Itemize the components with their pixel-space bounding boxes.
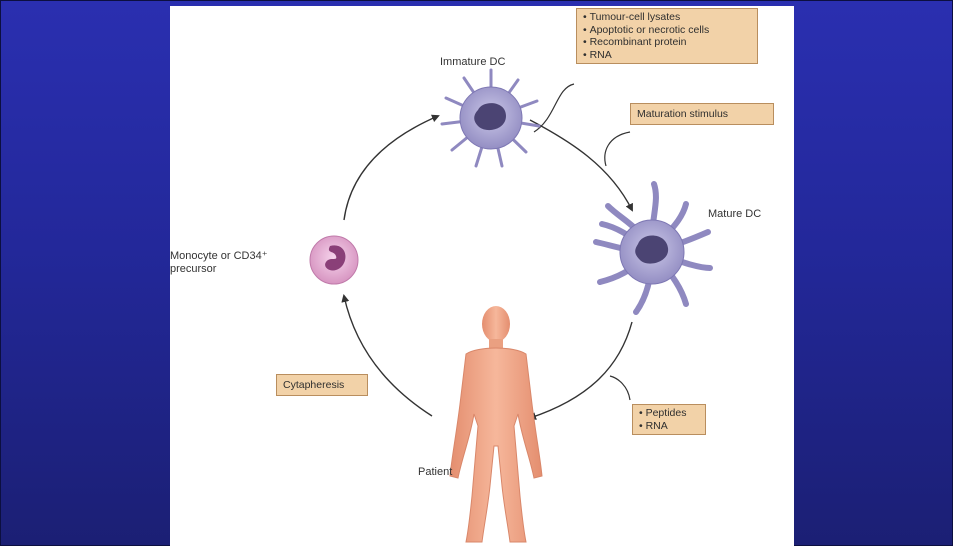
peptides-box: Peptides RNA <box>632 404 706 435</box>
antigen-item: Tumour-cell lysates <box>583 11 751 24</box>
immature-dc-label: Immature DC <box>440 56 505 69</box>
precursor-label: Monocyte or CD34⁺ precursor <box>170 250 298 276</box>
patient-label: Patient <box>418 466 452 479</box>
peptides-item: Peptides <box>639 407 699 420</box>
patient-figure <box>450 306 542 542</box>
arrow-precursor-to-immature <box>344 116 438 220</box>
antigen-item: RNA <box>583 49 751 62</box>
precursor-cell <box>310 236 358 284</box>
arrow-mature-to-patient <box>530 322 632 418</box>
arrow-patient-to-precursor <box>344 296 432 416</box>
maturation-stimulus-box: Maturation stimulus <box>630 103 774 125</box>
antigen-source-box: Tumour-cell lysates Apoptotic or necroti… <box>576 8 758 64</box>
immature-dc-cell <box>442 70 539 166</box>
dc-cycle-diagram <box>170 6 794 546</box>
cytapheresis-box: Cytapheresis <box>276 374 368 396</box>
mature-dc-cell <box>596 184 710 312</box>
peptides-input-hook <box>610 376 630 400</box>
maturation-input-hook <box>605 132 630 166</box>
mature-dc-label: Mature DC <box>708 208 761 221</box>
peptides-item: RNA <box>639 420 699 433</box>
diagram-panel: Immature DC Mature DC Monocyte or CD34⁺ … <box>170 6 794 546</box>
antigen-item: Recombinant protein <box>583 36 751 49</box>
arrow-immature-to-mature <box>530 120 632 210</box>
antigen-item: Apoptotic or necrotic cells <box>583 24 751 37</box>
